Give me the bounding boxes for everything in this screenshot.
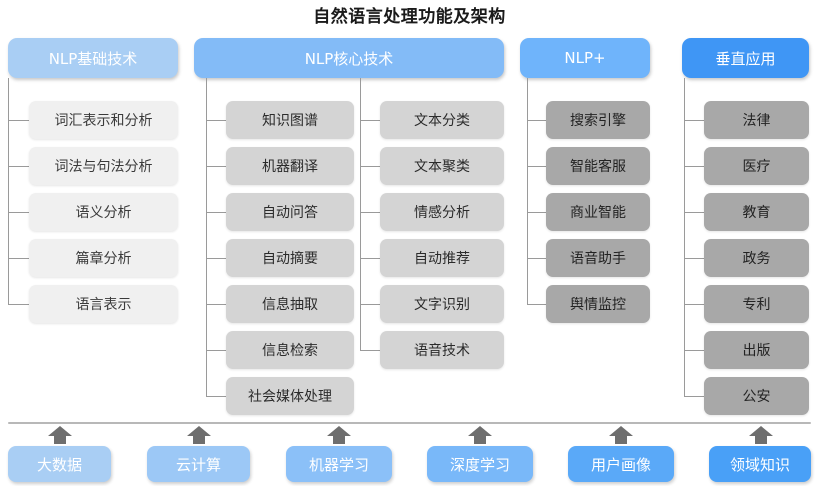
connector-trunk [206, 78, 207, 396]
leaf-item[interactable]: 法律 [704, 101, 809, 139]
leaf-item[interactable]: 舆情监控 [546, 285, 650, 323]
leaf-item[interactable]: 自动摘要 [226, 239, 354, 277]
connector-branch [360, 350, 380, 351]
leaf-item[interactable]: 公安 [704, 377, 809, 415]
group-header-nlp-plus[interactable]: NLP+ [520, 38, 650, 78]
connector-branch [206, 304, 226, 305]
leaf-item[interactable]: 社会媒体处理 [226, 377, 354, 415]
connector-branch [684, 304, 704, 305]
leaf-item[interactable]: 自动问答 [226, 193, 354, 231]
leaf-item[interactable]: 文字识别 [380, 285, 504, 323]
connector-branch [206, 396, 226, 397]
up-arrow-icon [608, 426, 634, 444]
foundation-item[interactable]: 用户画像 [568, 446, 674, 482]
leaf-item[interactable]: 政务 [704, 239, 809, 277]
foundation-item[interactable]: 机器学习 [286, 446, 392, 482]
group-header-nlp-core[interactable]: NLP核心技术 [194, 38, 504, 78]
connector-branch [206, 258, 226, 259]
up-arrow-icon [326, 426, 352, 444]
leaf-item[interactable]: 自动推荐 [380, 239, 504, 277]
connector-branch [527, 304, 546, 305]
leaf-item[interactable]: 搜索引擎 [546, 101, 650, 139]
connector-branch [684, 396, 704, 397]
connector-branch [206, 212, 226, 213]
connector-branch [8, 258, 29, 259]
page-title: 自然语言处理功能及架构 [313, 7, 506, 27]
connector-branch [360, 258, 380, 259]
leaf-item[interactable]: 知识图谱 [226, 101, 354, 139]
connector-branch [360, 166, 380, 167]
foundation-item[interactable]: 大数据 [8, 446, 111, 482]
leaf-item[interactable]: 医疗 [704, 147, 809, 185]
foundation-baseline [8, 422, 811, 424]
connector-branch [527, 258, 546, 259]
foundation-item[interactable]: 领域知识 [709, 446, 811, 482]
connector-branch [527, 166, 546, 167]
leaf-item[interactable]: 出版 [704, 331, 809, 369]
connector-trunk [8, 78, 9, 304]
connector-branch [360, 304, 380, 305]
connector-branch [360, 212, 380, 213]
leaf-item[interactable]: 文本聚类 [380, 147, 504, 185]
leaf-item[interactable]: 词汇表示和分析 [29, 101, 178, 139]
connector-branch [206, 350, 226, 351]
connector-branch [360, 120, 380, 121]
connector-trunk [360, 78, 361, 350]
leaf-item[interactable]: 信息抽取 [226, 285, 354, 323]
connector-branch [8, 212, 29, 213]
leaf-item[interactable]: 语言表示 [29, 285, 178, 323]
leaf-item[interactable]: 语义分析 [29, 193, 178, 231]
leaf-item[interactable]: 语音助手 [546, 239, 650, 277]
leaf-item[interactable]: 机器翻译 [226, 147, 354, 185]
connector-branch [8, 166, 29, 167]
leaf-item[interactable]: 文本分类 [380, 101, 504, 139]
connector-branch [206, 166, 226, 167]
leaf-item[interactable]: 篇章分析 [29, 239, 178, 277]
leaf-item[interactable]: 信息检索 [226, 331, 354, 369]
connector-branch [8, 120, 29, 121]
connector-branch [206, 120, 226, 121]
leaf-item[interactable]: 教育 [704, 193, 809, 231]
connector-branch [527, 120, 546, 121]
group-header-nlp-basic[interactable]: NLP基础技术 [8, 38, 178, 78]
up-arrow-icon [467, 426, 493, 444]
leaf-item[interactable]: 词法与句法分析 [29, 147, 178, 185]
up-arrow-icon [186, 426, 212, 444]
connector-branch [684, 258, 704, 259]
connector-branch [684, 350, 704, 351]
leaf-item[interactable]: 商业智能 [546, 193, 650, 231]
connector-branch [527, 212, 546, 213]
group-header-vertical-app[interactable]: 垂直应用 [682, 38, 809, 78]
connector-trunk [527, 78, 528, 304]
up-arrow-icon [47, 426, 73, 444]
foundation-item[interactable]: 深度学习 [427, 446, 533, 482]
connector-branch [684, 212, 704, 213]
connector-trunk [684, 78, 685, 396]
leaf-item[interactable]: 专利 [704, 285, 809, 323]
leaf-item[interactable]: 智能客服 [546, 147, 650, 185]
connector-branch [8, 304, 29, 305]
leaf-item[interactable]: 情感分析 [380, 193, 504, 231]
connector-branch [684, 120, 704, 121]
leaf-item[interactable]: 语音技术 [380, 331, 504, 369]
up-arrow-icon [748, 426, 774, 444]
connector-branch [684, 166, 704, 167]
foundation-item[interactable]: 云计算 [147, 446, 250, 482]
